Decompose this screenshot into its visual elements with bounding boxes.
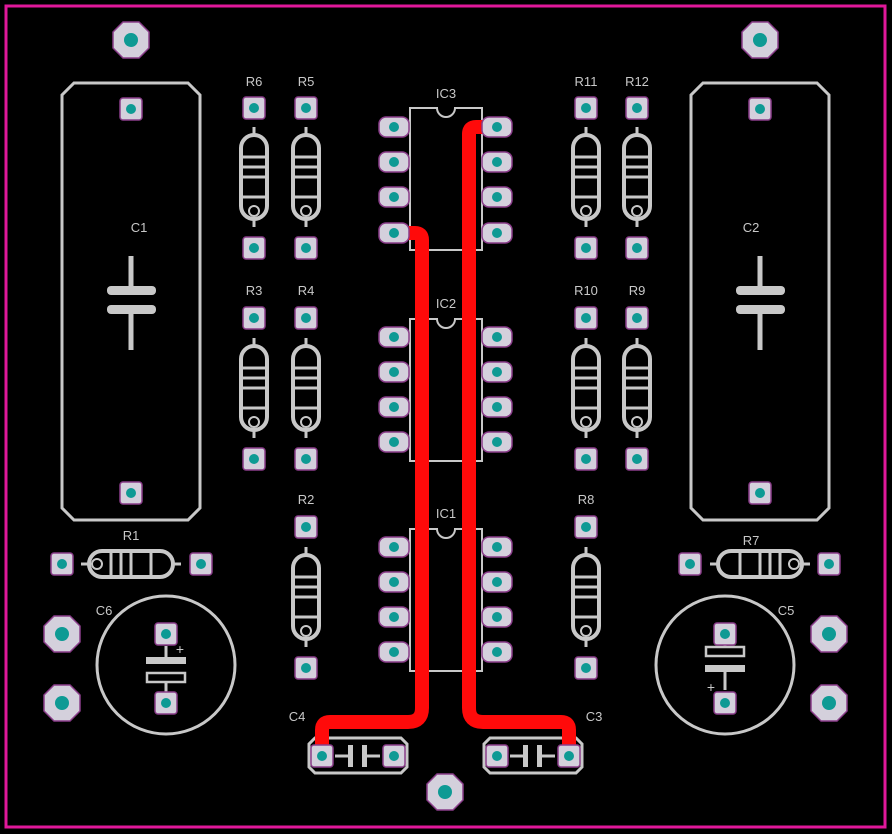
mounting-pad (810, 684, 848, 722)
capacitor-c3 (482, 736, 584, 775)
label-r9: R9 (629, 283, 646, 298)
label-r11: R11 (575, 74, 598, 89)
label-r4: R4 (298, 283, 315, 298)
component-labels: C1 C2 IC3 IC2 IC1 R6 R5 R3 R4 R2 R11 R12… (96, 74, 795, 724)
resistor-r9 (622, 336, 652, 440)
resistor-r12 (622, 125, 652, 229)
label-r2: R2 (298, 492, 315, 507)
mounting-pad (112, 21, 150, 59)
copper-traces (315, 120, 576, 763)
capacitor-c1 (60, 81, 202, 522)
resistor-r4 (291, 336, 321, 440)
board-outline (4, 4, 887, 829)
label-r5: R5 (298, 74, 315, 89)
resistor-r8 (571, 545, 601, 649)
label-r6: R6 (246, 74, 263, 89)
label-ic1: IC1 (436, 506, 456, 521)
resistor-r6 (239, 125, 269, 229)
capacitor-c4 (307, 736, 409, 775)
mounting-pad (741, 21, 779, 59)
capacitor-c2 (689, 81, 831, 522)
resistor-r10 (571, 336, 601, 440)
polarity-plus-c6: + (176, 641, 184, 657)
mounting-pad (810, 615, 848, 653)
resistor-r2 (291, 545, 321, 649)
resistor-r5 (291, 125, 321, 229)
capacitor-c6 (95, 594, 237, 736)
label-c5: C5 (778, 603, 795, 618)
label-r12: R12 (625, 74, 649, 89)
label-c2: C2 (743, 220, 760, 235)
mounting-pad (43, 615, 81, 653)
mounting-pad (43, 684, 81, 722)
capacitor-c5 (654, 594, 796, 736)
ic1-outline (409, 528, 483, 672)
resistor-r11 (571, 125, 601, 229)
resistor-r3 (239, 336, 269, 440)
label-c4: C4 (289, 709, 306, 724)
ic2-outline (409, 318, 483, 462)
label-r3: R3 (246, 283, 263, 298)
label-r8: R8 (578, 492, 595, 507)
resistor-r7 (708, 549, 812, 579)
label-ic3: IC3 (436, 86, 456, 101)
resistor-r1 (79, 549, 183, 579)
label-r7: R7 (743, 533, 760, 548)
label-ic2: IC2 (436, 296, 456, 311)
label-c6: C6 (96, 603, 113, 618)
pads (43, 21, 848, 811)
polarity-plus-c5: + (707, 679, 715, 695)
label-c3: C3 (586, 709, 603, 724)
label-c1: C1 (131, 220, 148, 235)
mounting-pad (426, 773, 464, 811)
label-r10: R10 (574, 283, 598, 298)
label-r1: R1 (123, 528, 140, 543)
ic3-outline (409, 107, 483, 251)
